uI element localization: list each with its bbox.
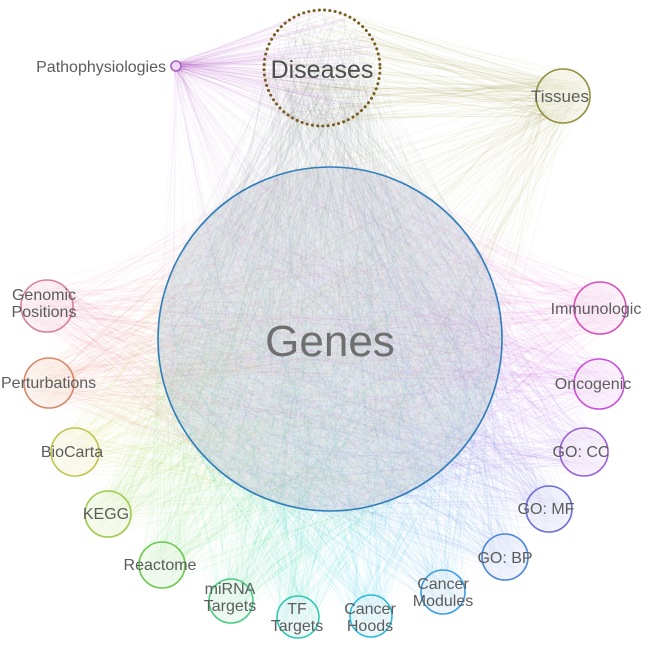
node-pathophysiologies[interactable] — [170, 60, 182, 72]
node-cancer-hoods[interactable] — [349, 594, 393, 638]
label-reactome: Reactome — [124, 557, 197, 574]
label-kegg: KEGG — [83, 506, 129, 523]
edge-fan-mirna-targets-to-genes — [157, 167, 502, 622]
edge-fan-tissues-to-diseases — [264, 10, 590, 127]
label-pathophysiologies: Pathophysiologies — [36, 59, 166, 76]
edge-fan-biocarta-to-genes — [52, 167, 503, 510]
label-immunologic: Immunologic — [551, 301, 642, 318]
node-tf-targets[interactable] — [276, 595, 320, 639]
node-reactome[interactable] — [138, 541, 186, 589]
node-genes[interactable] — [157, 166, 503, 512]
edge-fan-go-cc-to-genes — [158, 166, 607, 512]
node-immunologic[interactable] — [573, 281, 627, 335]
label-oncogenic: Oncogenic — [555, 376, 632, 393]
edge-fan-oncogenic-to-genes — [157, 166, 623, 510]
edge-fans — [21, 9, 625, 638]
node-tissues[interactable] — [535, 68, 591, 124]
edge-fan-perturbations-to-genes — [24, 166, 502, 511]
node-diseases[interactable] — [262, 8, 382, 128]
label-diseases: Diseases — [271, 56, 374, 84]
label-tissues: Tissues — [531, 87, 589, 106]
edge-fan-kegg-to-genes — [85, 167, 503, 537]
label-go-mf: GO: MF — [518, 501, 575, 518]
node-go-bp[interactable] — [481, 533, 529, 581]
node-genomic-positions[interactable] — [20, 279, 74, 333]
node-biocarta[interactable] — [50, 427, 100, 477]
edge-fan-tissues-to-genes — [157, 70, 589, 512]
edge-fan-tf-targets-to-genes — [157, 166, 503, 638]
node-go-mf[interactable] — [525, 485, 573, 533]
node-go-cc[interactable] — [559, 427, 609, 477]
label-genes: Genes — [265, 317, 395, 366]
edge-fan-cancer-modules-to-genes — [158, 166, 503, 613]
edge-fan-pathophysiologies-to-diseases — [170, 9, 379, 127]
label-go-bp: GO: BP — [477, 550, 532, 567]
node-mirna-targets[interactable] — [208, 578, 254, 624]
node-oncogenic[interactable] — [573, 358, 625, 410]
edge-fan-immunologic-to-genes — [158, 166, 625, 511]
edge-fan-pathophysiologies-to-genes — [157, 60, 503, 512]
edge-fan-diseases-to-genes — [157, 10, 503, 512]
node-perturbations[interactable] — [23, 357, 75, 409]
node-kegg[interactable] — [84, 490, 132, 538]
edge-fan-go-bp-to-genes — [158, 166, 528, 581]
edge-fan-cancer-hoods-to-genes — [157, 166, 503, 637]
label-perturbations: Perturbations — [1, 375, 96, 392]
node-cancer-modules[interactable] — [420, 569, 466, 615]
label-biocarta: BioCarta — [41, 444, 103, 461]
label-go-cc: GO: CC — [553, 444, 610, 461]
